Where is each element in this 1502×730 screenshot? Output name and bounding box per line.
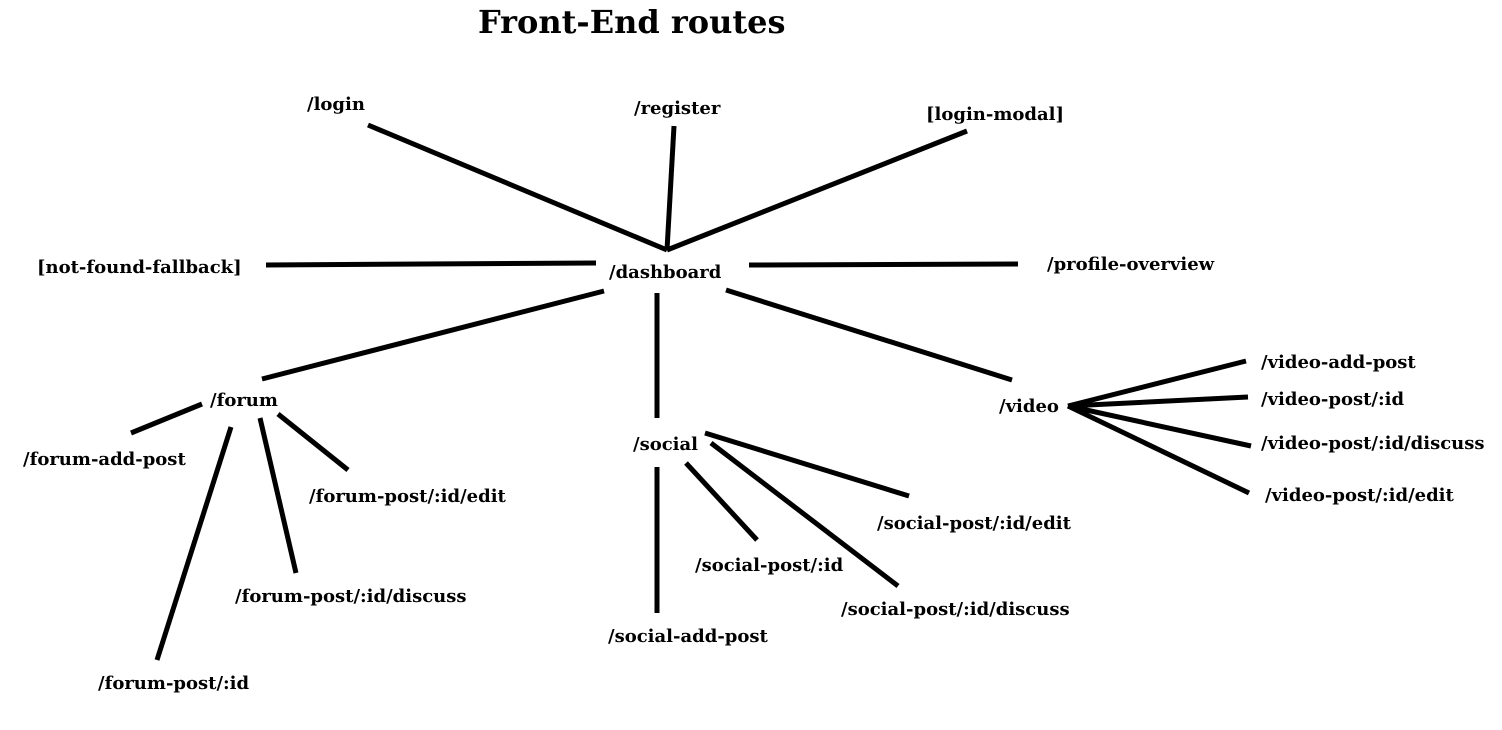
node-social-post-discuss: /social-post/:id/discuss: [841, 599, 1070, 620]
node-social-post-edit: /social-post/:id/edit: [877, 513, 1072, 534]
edge-dashboard-forum: [261, 288, 605, 382]
node-forum-post-id: /forum-post/:id: [98, 673, 250, 694]
edge-video-post-id: [1067, 394, 1249, 409]
node-video: /video: [999, 396, 1059, 417]
edge-dashboard-not-found-fallback: [265, 260, 597, 268]
edges: [130, 122, 1252, 661]
node-register: /register: [634, 98, 721, 119]
edge-dashboard-login: [367, 122, 668, 253]
node-video-post-edit: /video-post/:id/edit: [1265, 485, 1455, 506]
node-video-post-id: /video-post/:id: [1261, 389, 1404, 410]
edge-social-post-id: [684, 461, 759, 542]
edge-video-post-discuss: [1067, 403, 1252, 449]
node-social: /social: [633, 434, 698, 455]
node-profile-overview: /profile-overview: [1047, 254, 1215, 275]
node-login: /login: [307, 94, 365, 115]
diagram-title: Front-End routes: [478, 3, 785, 41]
edge-social-post-discuss: [709, 441, 900, 588]
edge-forum-post-id: [154, 426, 234, 661]
node-social-post-id: /social-post/:id: [695, 555, 844, 576]
edge-forum-post-edit: [276, 412, 350, 472]
node-social-add-post: /social-add-post: [608, 626, 769, 647]
node-not-found-fallback: [not-found-fallback]: [37, 257, 242, 278]
edge-forum-post-discuss: [257, 417, 299, 574]
node-dashboard: /dashboard: [609, 262, 722, 283]
node-video-post-discuss: /video-post/:id/discuss: [1261, 433, 1485, 454]
node-login-modal: [login-modal]: [926, 104, 1064, 125]
node-forum-post-discuss: /forum-post/:id/discuss: [235, 586, 467, 607]
node-video-add-post: /video-add-post: [1261, 352, 1416, 373]
edge-dashboard-register: [664, 125, 677, 251]
edge-video-post-edit: [1066, 403, 1251, 496]
node-labels: /login /register [login-modal] [not-foun…: [23, 94, 1485, 694]
node-forum-post-edit: /forum-post/:id/edit: [309, 486, 507, 507]
edge-dashboard-login-modal: [666, 128, 968, 253]
edge-dashboard-profile-overview: [748, 261, 1019, 268]
node-forum: /forum: [210, 390, 278, 411]
edge-social-post-edit: [704, 430, 910, 499]
edge-forum-add-post: [130, 401, 203, 436]
edge-dashboard-video: [725, 287, 1013, 383]
edge-video-add-post: [1067, 358, 1247, 409]
node-forum-add-post: /forum-add-post: [23, 449, 186, 470]
